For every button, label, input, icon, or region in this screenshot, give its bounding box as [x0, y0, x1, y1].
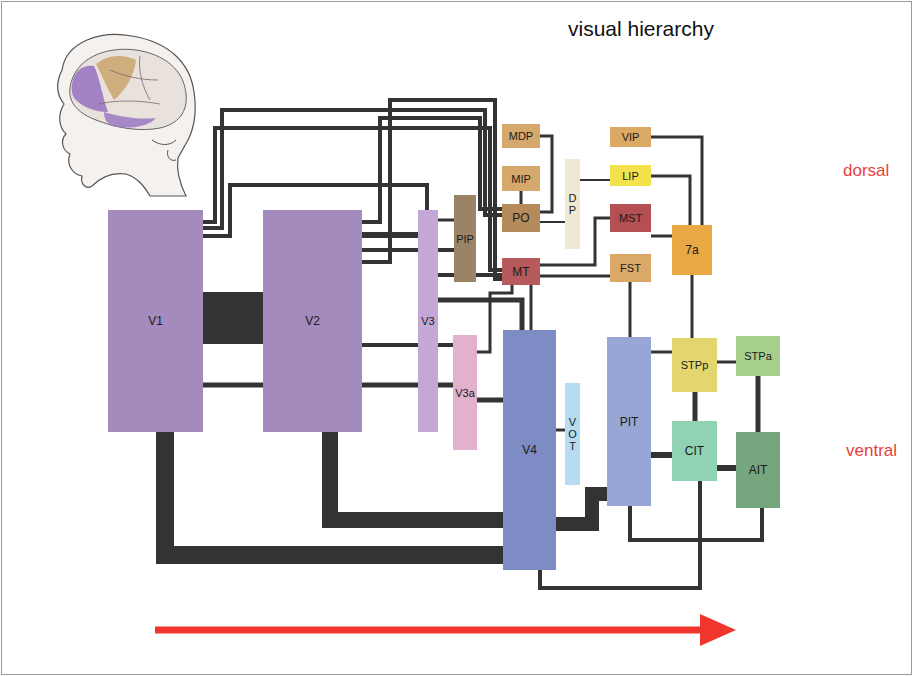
area-box: VOT	[565, 383, 580, 485]
area-label: FST	[620, 262, 641, 274]
area-box: V2	[263, 210, 362, 432]
projection-line	[362, 248, 454, 252]
area-label: V1	[148, 314, 163, 328]
projection-line	[540, 275, 610, 278]
area-box: AIT	[736, 432, 780, 508]
area-label: STPa	[744, 350, 772, 362]
area-box: VIP	[610, 127, 651, 147]
area-box: PIP	[454, 195, 476, 282]
illustration-ground	[42, 25, 205, 200]
brain-outline	[70, 49, 186, 129]
area-label: PIT	[620, 415, 639, 429]
area-box: V3a	[453, 335, 477, 450]
area-label: VIP	[622, 131, 640, 143]
projection-line	[362, 343, 453, 347]
temporal-region	[104, 112, 156, 128]
projection-line	[651, 452, 672, 458]
area-label: DP	[567, 192, 578, 216]
projection-line	[540, 136, 552, 212]
projection-line	[651, 351, 672, 354]
brain-sulci	[98, 56, 160, 104]
projection-line	[693, 392, 698, 421]
area-box: V4	[503, 330, 556, 570]
arrow-head	[700, 614, 736, 646]
area-box: PIT	[607, 337, 651, 506]
projection-line	[556, 494, 607, 524]
projection-line	[630, 506, 762, 540]
projection-line	[203, 292, 263, 344]
projection-line	[530, 285, 533, 330]
area-box: DP	[565, 159, 580, 249]
projection-line	[438, 300, 522, 330]
slide-title: visual hierarchy	[568, 17, 714, 41]
projection-line	[651, 176, 690, 225]
projection-line	[438, 219, 454, 222]
projection-line	[556, 429, 565, 432]
projection-line	[756, 376, 761, 432]
parietal-region	[96, 56, 136, 100]
projection-line	[651, 137, 702, 225]
area-label: AIT	[749, 463, 768, 477]
area-box: LIP	[610, 165, 651, 186]
area-box: V1	[108, 210, 203, 432]
projection-line	[580, 179, 610, 181]
projection-line	[651, 235, 672, 238]
area-label: VOT	[567, 416, 578, 452]
area-label: MT	[512, 265, 529, 279]
area-label: V4	[522, 443, 537, 457]
area-box: MDP	[502, 124, 540, 148]
area-box: V3	[418, 210, 438, 432]
head-outline	[58, 34, 195, 196]
projection-line	[362, 118, 502, 222]
area-box: STPa	[736, 336, 780, 376]
stream-label: dorsal	[843, 161, 889, 181]
monkey-illustration	[42, 25, 205, 200]
area-box: CIT	[672, 421, 717, 481]
area-label: MDP	[509, 130, 533, 142]
face-detail	[152, 140, 176, 160]
area-label: V3a	[455, 387, 475, 399]
area-label: CIT	[685, 444, 704, 458]
area-box: FST	[610, 254, 651, 282]
area-box: PO	[502, 204, 540, 232]
area-label: PO	[512, 211, 529, 225]
projection-line	[540, 221, 565, 223]
area-label: PIP	[456, 233, 474, 245]
projection-line	[330, 432, 503, 520]
projection-line	[165, 432, 503, 555]
area-label: MST	[619, 212, 642, 224]
area-label: LIP	[622, 170, 639, 182]
area-box: 7a	[672, 225, 712, 275]
projection-line	[520, 191, 523, 204]
area-box: STPp	[672, 338, 717, 392]
area-label: MIP	[511, 173, 531, 185]
hierarchy-arrow	[155, 614, 736, 646]
projection-line	[477, 398, 503, 403]
arrow-shaft	[155, 627, 708, 634]
area-label: 7a	[685, 243, 698, 257]
area-label: V3	[421, 315, 434, 327]
area-box: MST	[610, 204, 651, 232]
projection-line	[717, 465, 736, 471]
area-label: STPp	[681, 359, 709, 371]
area-box: MIP	[502, 166, 540, 191]
projection-line	[717, 361, 736, 364]
area-box: MT	[502, 258, 540, 285]
projection-line	[691, 275, 694, 338]
stream-label: ventral	[846, 441, 897, 461]
area-label: V2	[305, 314, 320, 328]
projection-line	[629, 282, 632, 337]
